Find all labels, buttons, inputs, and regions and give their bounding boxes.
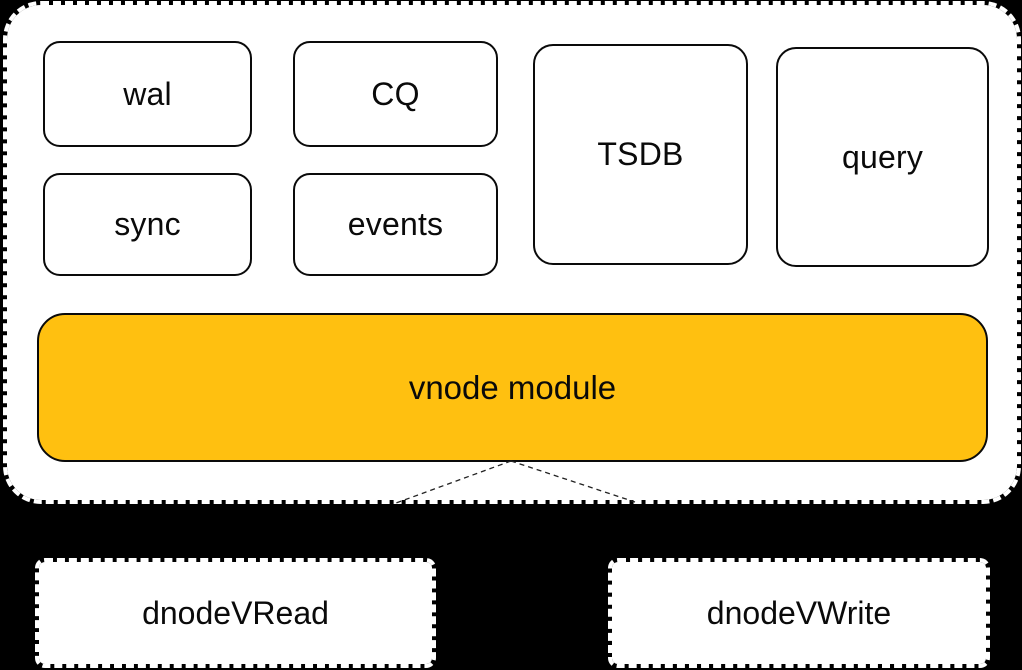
node-dnodevread: dnodeVRead <box>35 558 436 668</box>
module-tsdb-label: TSDB <box>597 136 684 172</box>
module-tsdb: TSDB <box>533 44 748 265</box>
vnode-module-box: vnode module <box>37 313 988 462</box>
vnode-architecture-panel: wal CQ sync events TSDB query vnode modu… <box>3 1 1021 504</box>
module-sync-label: sync <box>114 206 181 242</box>
module-wal-label: wal <box>123 75 172 112</box>
module-wal: wal <box>43 41 252 147</box>
node-dnodevwrite-label: dnodeVWrite <box>706 594 892 631</box>
vnode-module-label: vnode module <box>408 368 617 406</box>
module-query-label: query <box>841 138 924 175</box>
module-cq: CQ <box>293 41 498 147</box>
module-cq-label: CQ <box>371 75 420 112</box>
module-sync: sync <box>43 173 252 276</box>
node-dnodevread-label: dnodeVRead <box>142 594 329 631</box>
module-events: events <box>293 173 498 276</box>
module-events-label: events <box>347 206 444 242</box>
node-dnodevwrite: dnodeVWrite <box>608 558 990 668</box>
module-query: query <box>776 47 989 267</box>
